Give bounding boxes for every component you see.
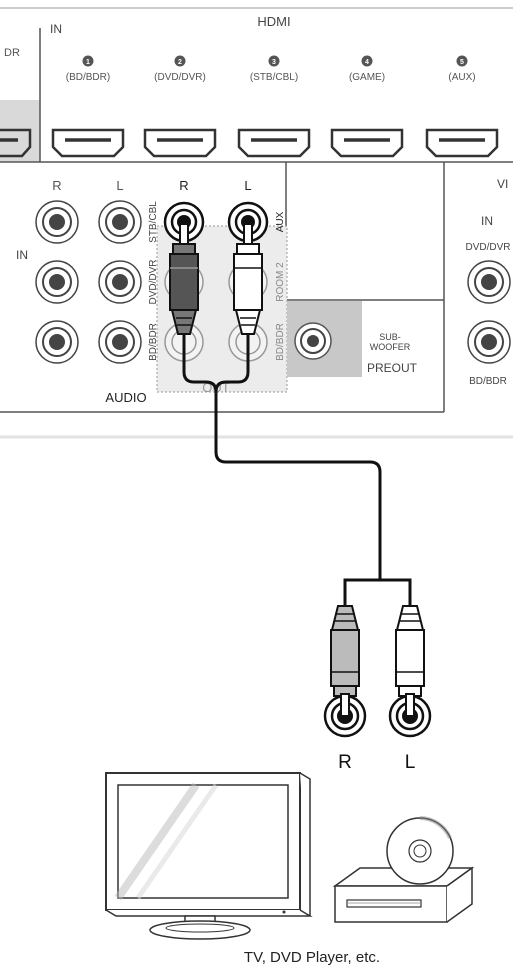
rca-plug-lower-l: [395, 605, 425, 697]
video-in-label: IN: [481, 214, 493, 228]
hdmi-input-number: 5: [460, 59, 464, 66]
audio-row-label-dvd: DVD/DVR: [148, 259, 159, 304]
hdmi-input-2: 2 (DVD/DVR): [154, 55, 206, 83]
hdmi-port-2: [143, 128, 217, 158]
rca-jack-in-stb-l: [98, 200, 142, 244]
subwoofer-preout: SUB- WOOFER PREOUT: [287, 301, 418, 377]
rca-jack-video-dvd: [467, 260, 511, 304]
video-row-label-bd: BD/BDR: [469, 376, 507, 387]
video-partial-label: VI: [497, 177, 508, 191]
hdmi-input-5: 5 (AUX): [448, 55, 476, 83]
hdmi-input-name: (GAME): [349, 72, 385, 83]
audio-out-row-label-room2: ROOM 2: [275, 262, 286, 302]
audio-row-label-stb: STB/CBL: [148, 201, 159, 243]
cable: R L: [169, 223, 432, 773]
hdmi-input-number: 4: [365, 59, 369, 66]
rca-jack-in-bd-l: [98, 320, 142, 364]
hdmi-input-name: (AUX): [448, 72, 475, 83]
hdmi-input-name: (STB/CBL): [250, 72, 298, 83]
dvd-player-illustration: [332, 816, 475, 923]
subwoofer-label-line1: SUB-: [379, 332, 401, 342]
audio-section: R L R L IN STB/CBL DVD/DVR BD/BDR AUX RO…: [0, 162, 511, 413]
hdmi-port-1: [51, 128, 125, 158]
audio-label: AUDIO: [105, 390, 146, 405]
audio-out-row-label-aux: AUX: [275, 211, 286, 232]
audio-out-l-header: L: [244, 178, 251, 193]
rca-plug-lower-r: [330, 605, 360, 697]
tv-illustration: [105, 772, 313, 940]
hdmi-in-label: IN: [50, 22, 62, 36]
video-section-partial: VI IN DVD/DVR BD/BDR: [465, 177, 511, 387]
rca-jack-in-dvd-l: [98, 260, 142, 304]
preout-label: PREOUT: [367, 361, 418, 375]
hdmi-input-name: (BD/BDR): [66, 72, 110, 83]
hdmi-port-partial: [0, 128, 32, 158]
hdmi-section: DR IN HDMI 1 (BD/BDR) 2 (DVD/DVR) 3 (STB…: [0, 7, 513, 163]
audio-row-label-bd: BD/BDR: [148, 323, 159, 361]
audio-in-r-header: R: [52, 178, 61, 193]
hdmi-input-number: 1: [86, 59, 90, 66]
rca-jack-video-bd: [467, 320, 511, 364]
audio-in-side-label: IN: [16, 248, 28, 262]
hdmi-port-5: [425, 128, 499, 158]
rca-jack-out-aux-r: [163, 201, 205, 243]
subwoofer-label-line2: WOOFER: [370, 342, 411, 352]
rca-plug-upper-r: [169, 223, 199, 335]
audio-in-l-header: L: [116, 178, 123, 193]
hdmi-input-4: 4 (GAME): [349, 55, 385, 83]
devices-caption: TV, DVD Player, etc.: [244, 949, 380, 966]
rca-jack-in-bd-r: [35, 320, 79, 364]
rca-jack-device-l: [388, 693, 432, 738]
hdmi-input-name: (DVD/DVR): [154, 72, 206, 83]
hdmi-title: HDMI: [257, 14, 290, 29]
hdmi-input-1: 1 (BD/BDR): [66, 55, 110, 83]
hdmi-partial-label: DR: [4, 47, 20, 59]
rca-jack-device-r: [323, 693, 367, 738]
hdmi-input-number: 3: [272, 59, 276, 66]
rca-jack-in-dvd-r: [35, 260, 79, 304]
video-row-label-dvd: DVD/DVR: [465, 242, 510, 253]
rca-jack-in-stb-r: [35, 200, 79, 244]
hdmi-port-3: [237, 128, 311, 158]
rca-plug-upper-l: [233, 223, 263, 335]
audio-out-r-header: R: [179, 178, 188, 193]
plug-label-l: L: [405, 752, 416, 773]
hdmi-input-3: 3 (STB/CBL): [250, 55, 298, 83]
audio-out-row-label-bd: BD/BDR: [275, 323, 286, 361]
hdmi-input-number: 2: [178, 59, 182, 66]
plug-label-r: R: [338, 752, 352, 773]
hdmi-port-4: [330, 128, 404, 158]
